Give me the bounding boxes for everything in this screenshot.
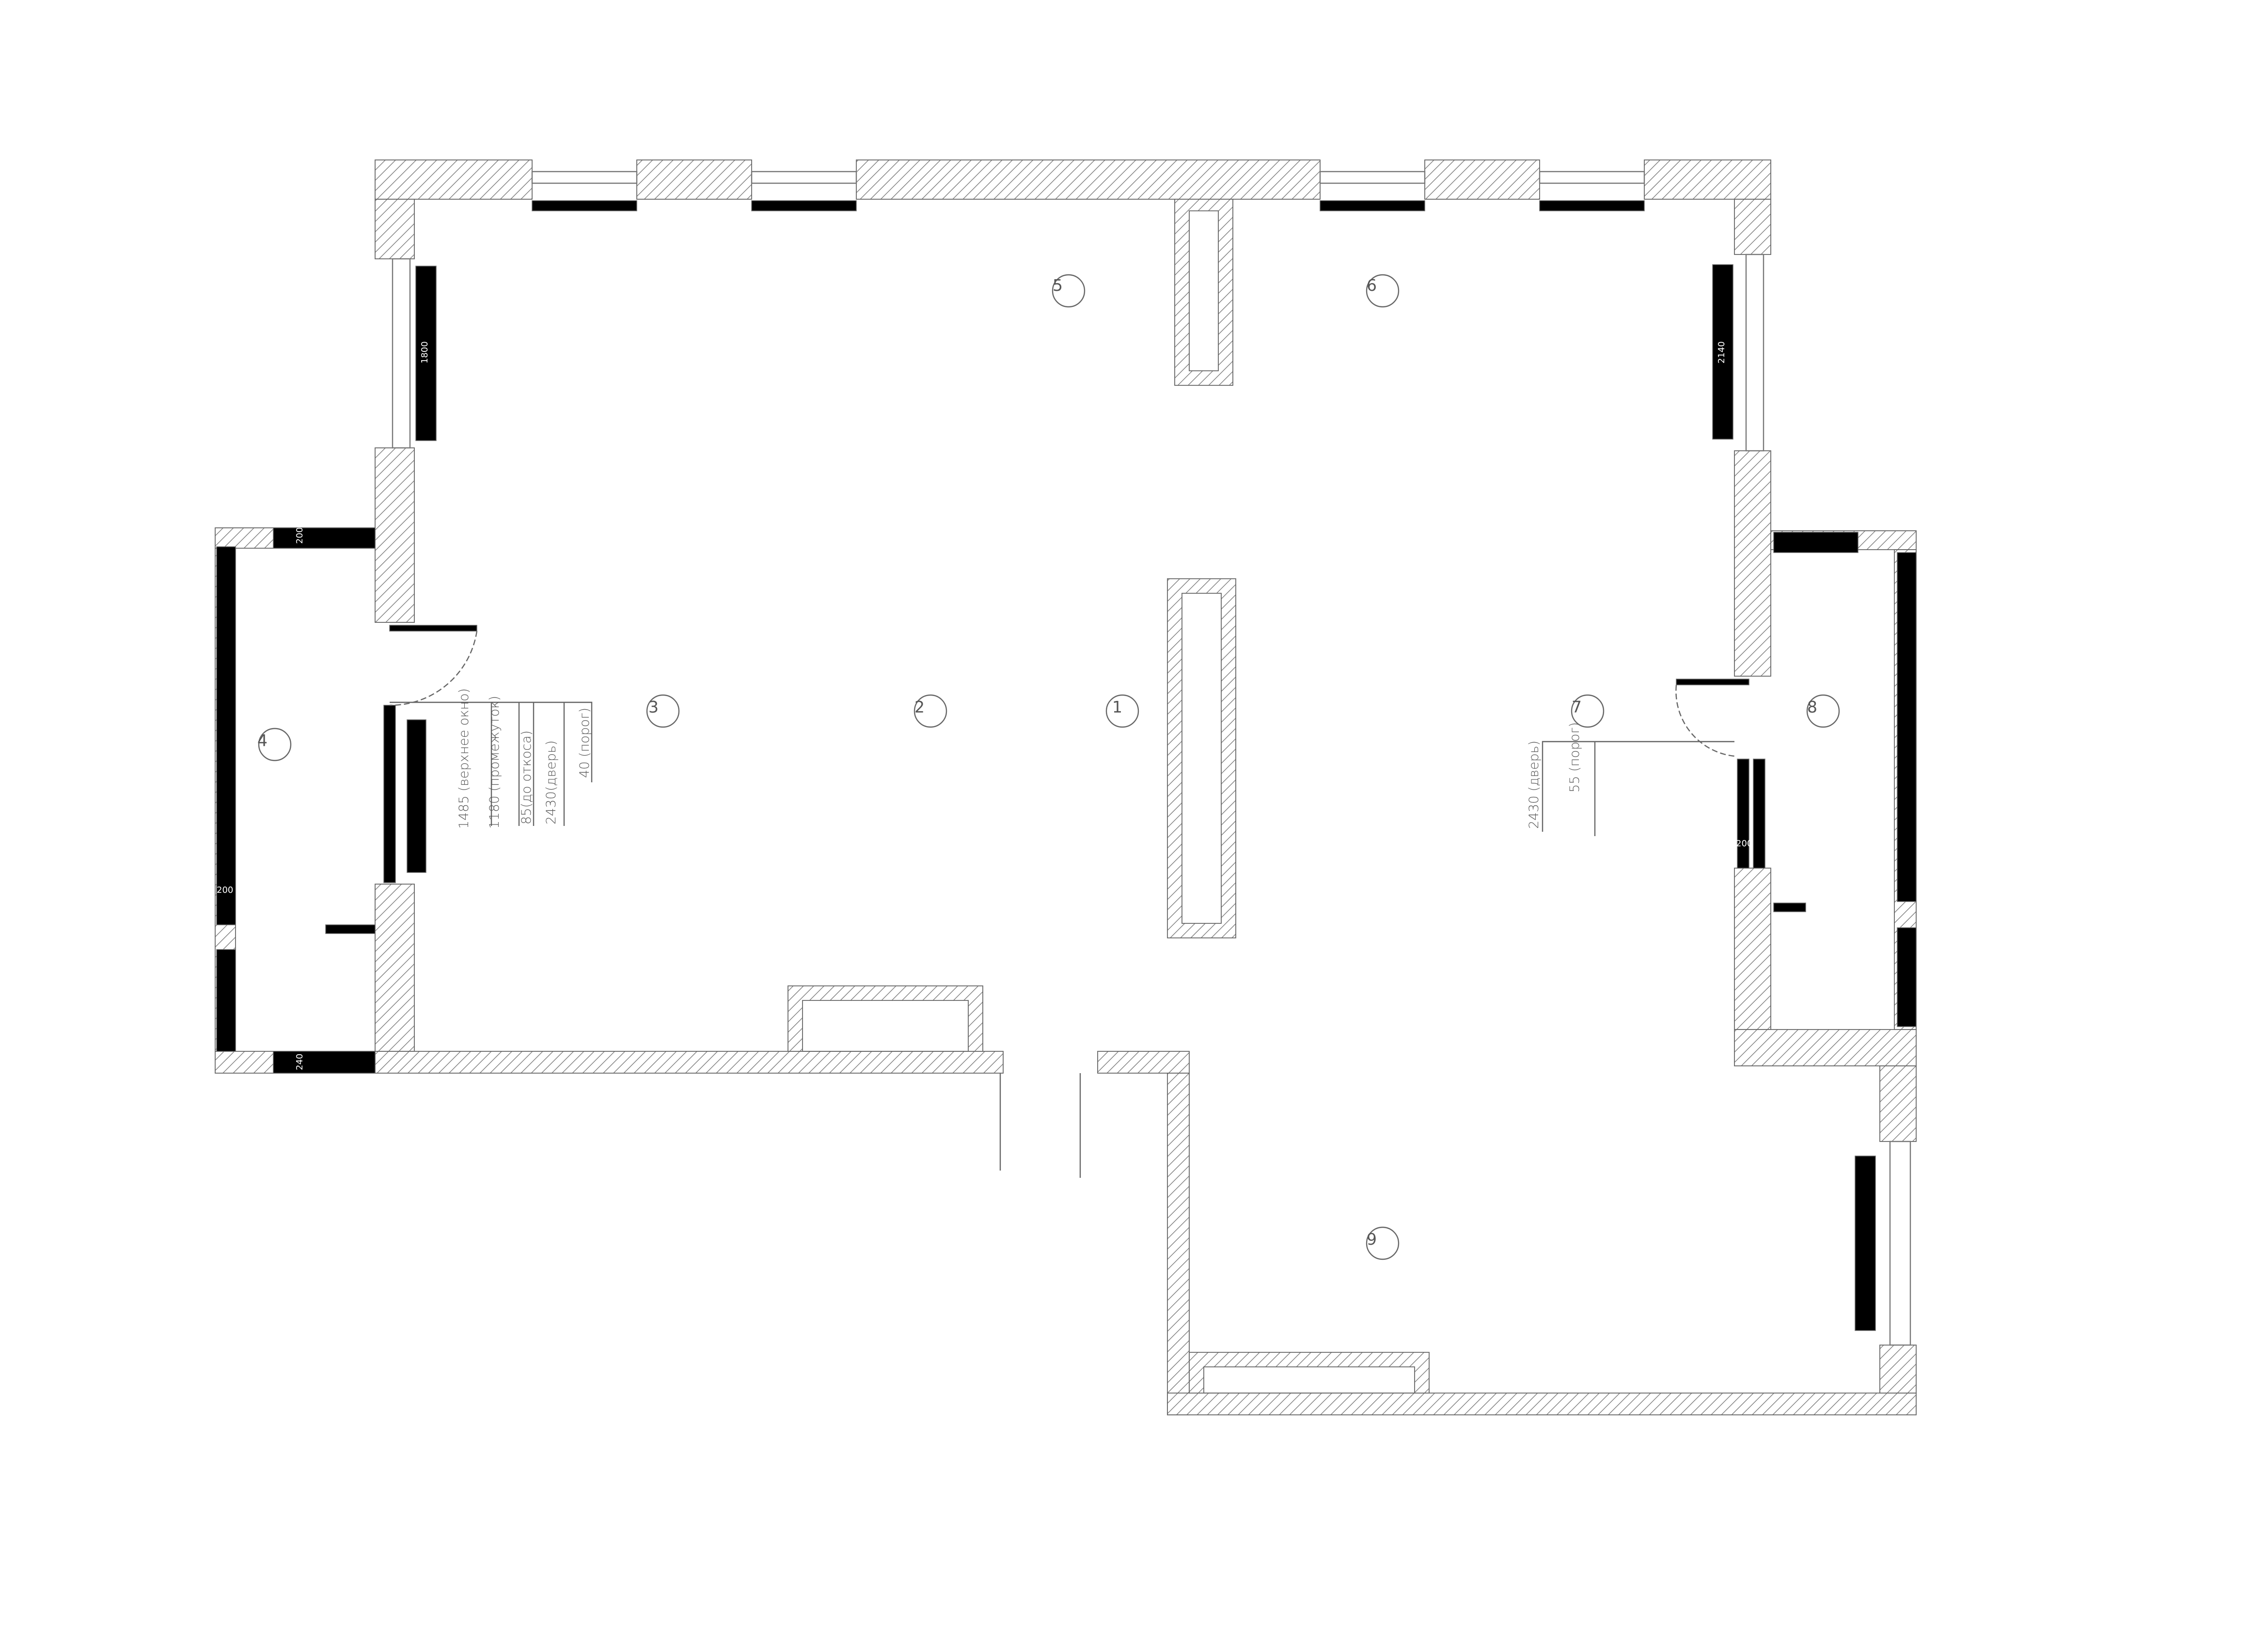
dim-right-window: 2140 — [1717, 341, 1727, 364]
room-6: 6 — [1366, 274, 1400, 308]
dim-room8: 200 — [1736, 839, 1752, 849]
windows — [216, 171, 1917, 1346]
doors — [389, 625, 1749, 757]
note-reveal: 85(до откоса) — [519, 730, 534, 824]
svg-text:2: 2 — [914, 697, 925, 716]
room-4: 4 — [257, 728, 292, 761]
svg-text:5: 5 — [1053, 276, 1063, 295]
svg-text:1: 1 — [1112, 697, 1122, 716]
svg-text:3: 3 — [648, 697, 659, 716]
svg-text:4: 4 — [257, 731, 268, 750]
svg-text:7: 7 — [1572, 697, 1582, 716]
room-5: 5 — [1052, 274, 1086, 308]
note-upper-window: 1485 (верхнее окно) — [457, 688, 472, 829]
room-markers: 1 2 3 4 5 6 7 8 9 — [257, 274, 1840, 1260]
right-door-notes: 2430 (дверь) 55 (порог) — [1527, 722, 1734, 837]
dim-left-window: 1800 — [420, 341, 430, 364]
walls — [215, 159, 1917, 1415]
room-2: 2 — [914, 694, 947, 728]
note-threshold-right: 55 (порог) — [1567, 722, 1582, 792]
svg-text:9: 9 — [1367, 1230, 1377, 1249]
room-3: 3 — [646, 694, 680, 728]
room-1: 1 — [1105, 694, 1139, 728]
dim-annex-left: 200 — [217, 885, 233, 895]
svg-text:8: 8 — [1807, 697, 1817, 716]
note-door-right: 2430 (дверь) — [1527, 741, 1542, 829]
note-threshold: 40 (порог) — [577, 708, 592, 778]
dimension-labels: 1800 2140 200 240 200 200 — [217, 341, 1752, 1070]
room-8: 8 — [1806, 694, 1840, 728]
svg-text:6: 6 — [1367, 276, 1377, 295]
room-7: 7 — [1571, 694, 1605, 728]
dim-annex-bottom: 240 — [295, 1054, 305, 1070]
room-9: 9 — [1366, 1226, 1400, 1260]
note-door: 2430(дверь) — [544, 740, 559, 824]
dim-annex-top: 200 — [295, 527, 305, 544]
left-door-notes: 1485 (верхнее окно) 1180 (промежуток) 85… — [390, 688, 593, 829]
note-gap: 1180 (промежуток) — [487, 696, 502, 829]
